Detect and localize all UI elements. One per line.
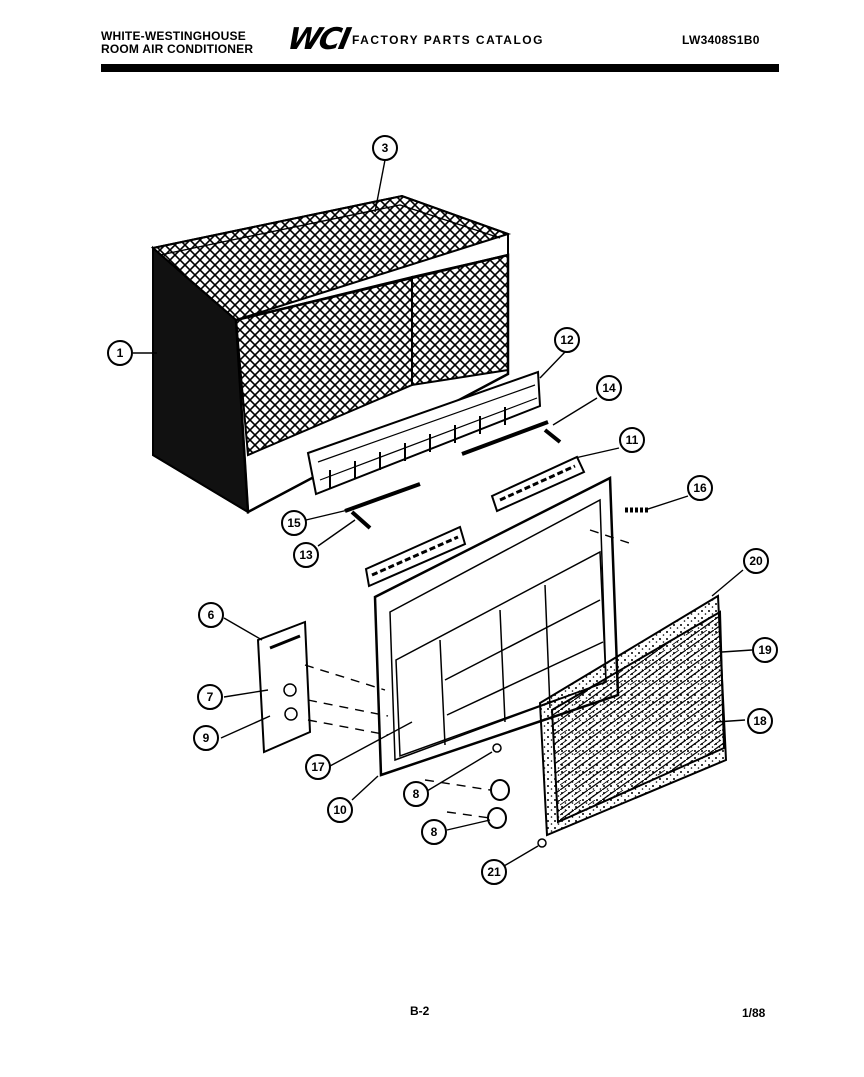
- model-number: LW3408S1B0: [682, 33, 760, 47]
- svg-text:20: 20: [749, 554, 763, 568]
- svg-text:9: 9: [203, 731, 210, 745]
- leader-lines: [133, 159, 753, 867]
- callout-9: 9: [193, 725, 219, 751]
- cabinet-part: [150, 194, 512, 515]
- callout-8-upper: 8: [403, 781, 429, 807]
- svg-text:7: 7: [207, 690, 214, 704]
- svg-text:1: 1: [117, 346, 124, 360]
- svg-text:13: 13: [299, 548, 313, 562]
- svg-text:10: 10: [333, 803, 347, 817]
- callout-7: 7: [197, 684, 223, 710]
- svg-text:19: 19: [758, 643, 772, 657]
- callout-11: 11: [619, 427, 645, 453]
- callout-1: 1: [107, 340, 133, 366]
- callout-10: 10: [327, 797, 353, 823]
- callout-15: 15: [281, 510, 307, 536]
- callout-8-lower: 8: [421, 819, 447, 845]
- callout-20: 20: [743, 548, 769, 574]
- svg-text:11: 11: [626, 433, 639, 447]
- svg-text:3: 3: [382, 141, 389, 155]
- date-code: 1/88: [742, 1006, 766, 1020]
- control-panel-part: [256, 620, 312, 754]
- svg-text:21: 21: [487, 865, 501, 879]
- callout-12: 12: [554, 327, 580, 353]
- knob-part: [487, 507, 650, 848]
- callout-19: 19: [752, 637, 778, 663]
- brand-name: WHITE-WESTINGHOUSE ROOM AIR CONDITIONER: [101, 30, 253, 56]
- louver-rod-part: [344, 420, 562, 530]
- svg-text:6: 6: [208, 608, 215, 622]
- brand-line-2: ROOM AIR CONDITIONER: [101, 42, 254, 56]
- callout-14: 14: [596, 375, 622, 401]
- page-code: B-2: [410, 1004, 430, 1018]
- svg-text:14: 14: [602, 381, 616, 395]
- callout-3: 3: [372, 135, 398, 161]
- callout-6: 6: [198, 602, 224, 628]
- brand-line-1: WHITE-WESTINGHOUSE: [101, 29, 246, 43]
- catalog-title: FACTORY PARTS CATALOG: [352, 33, 544, 47]
- callout-21: 21: [481, 859, 507, 885]
- svg-text:18: 18: [753, 714, 767, 728]
- svg-text:8: 8: [431, 825, 438, 839]
- discharge-louver-part: [364, 455, 586, 588]
- svg-text:12: 12: [560, 333, 574, 347]
- svg-text:16: 16: [693, 481, 707, 495]
- intake-grille-part: [550, 610, 726, 824]
- louver-assembly-part: [306, 370, 542, 496]
- callout-16: 16: [687, 475, 713, 501]
- callout-13: 13: [293, 542, 319, 568]
- callout-17: 17: [305, 754, 331, 780]
- header-rule: [101, 64, 779, 72]
- assembly-lines: [304, 529, 636, 819]
- svg-text:15: 15: [287, 516, 301, 530]
- svg-text:17: 17: [311, 760, 325, 774]
- callout-18: 18: [747, 708, 773, 734]
- svg-text:8: 8: [413, 787, 420, 801]
